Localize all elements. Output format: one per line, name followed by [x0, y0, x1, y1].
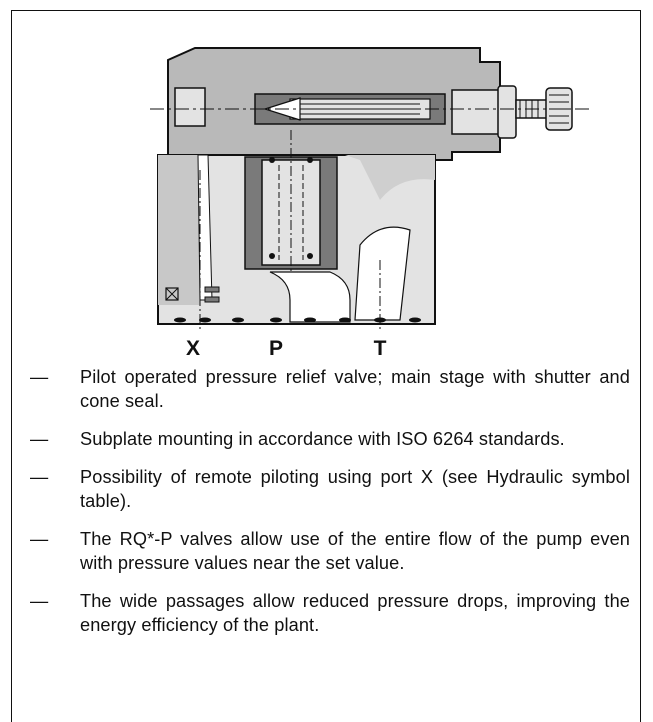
port-label-t: T [374, 337, 387, 360]
feature-text: The wide passages allow reduced pressure… [80, 591, 630, 635]
feature-item: — Pilot operated pressure relief valve; m… [30, 365, 630, 413]
feature-item: — Subplate mounting in accordance with IS… [30, 427, 630, 451]
dash: — [30, 467, 49, 487]
feature-text: Possibility of remote piloting using por… [80, 467, 630, 511]
feature-text: Subplate mounting in accordance with ISO… [80, 429, 565, 449]
dash: — [30, 529, 49, 549]
page-frame [11, 10, 641, 722]
dash: — [30, 591, 49, 611]
valve-cross-section: X P T [150, 47, 590, 360]
feature-item: — The RQ*-P valves allow use of the entir… [30, 527, 630, 575]
dash: — [30, 367, 49, 387]
feature-text: The RQ*-P valves allow use of the entire… [80, 529, 630, 573]
port-label-x: X [186, 337, 200, 360]
feature-text: Pilot operated pressure relief valve; ma… [80, 367, 630, 411]
port-label-p: P [269, 337, 283, 360]
dash: — [30, 429, 49, 449]
feature-item: — Possibility of remote piloting using po… [30, 465, 630, 513]
feature-list: — Pilot operated pressure relief valve; m… [30, 365, 630, 651]
feature-item: — The wide passages allow reduced pressur… [30, 589, 630, 637]
